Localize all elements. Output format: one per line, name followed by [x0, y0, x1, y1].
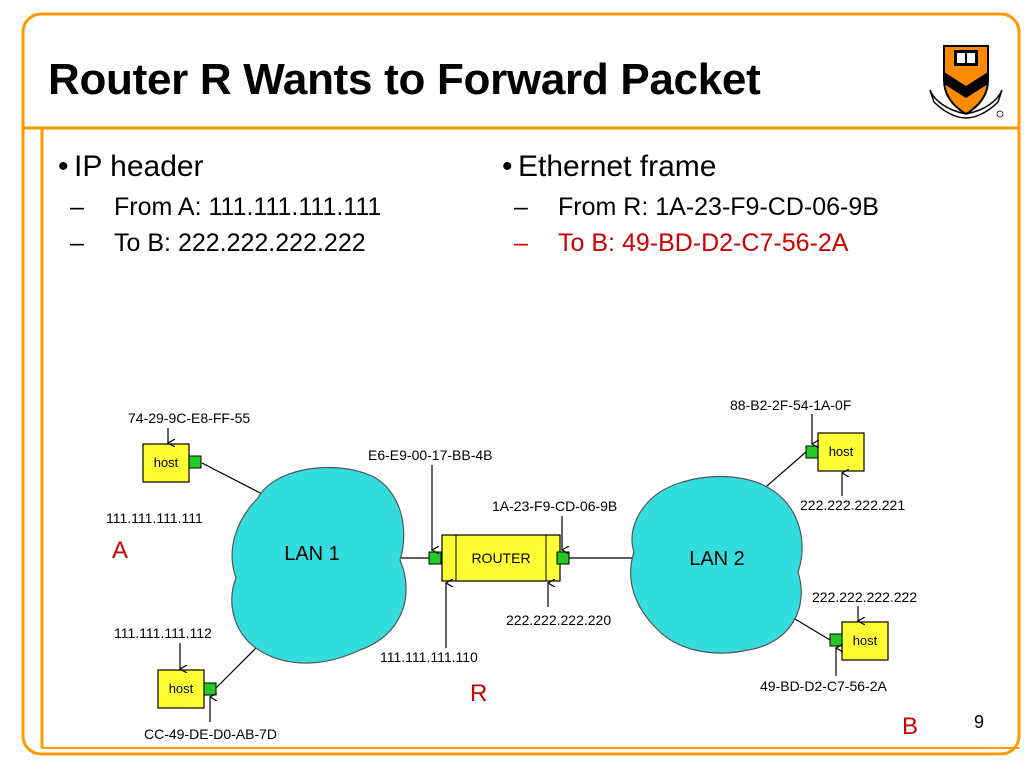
node-letters: A R B: [112, 537, 918, 740]
host-upper-right-mac-label: 88-B2-2F-54-1A-0F: [730, 397, 851, 413]
host-a-nic: [188, 455, 202, 469]
router: ROUTER: [428, 534, 570, 582]
links: [201, 451, 831, 691]
host-a-mac-label: 74-29-9C-E8-FF-55: [128, 410, 250, 426]
ip-header-heading-text: IP header: [74, 150, 204, 183]
host-upper-right-ip-label: 222.222.222.221: [800, 497, 905, 513]
host-lower-left-label: host: [169, 681, 194, 696]
ip-from-value: 111.111.111.111: [208, 193, 382, 221]
eth-from-label: From R:: [558, 193, 649, 221]
router-left-ip-label: 111.111.111.110: [380, 649, 478, 665]
host-a-label: host: [154, 455, 179, 470]
host-a: host: [142, 443, 202, 483]
link-host-a: [201, 462, 269, 498]
host-b-ip-label: 222.222.222.222: [812, 589, 917, 605]
ip-from-label: From A:: [114, 193, 202, 221]
ethernet-frame-heading-text: Ethernet frame: [518, 150, 717, 183]
dash-icon: –: [70, 229, 84, 257]
ethernet-frame-heading: •Ethernet frame: [502, 148, 879, 186]
ip-to-value: 222.222.222.222: [177, 229, 366, 257]
router-label: ROUTER: [471, 550, 530, 566]
node-b-letter: B: [902, 713, 918, 740]
ip-header-column: •IP header – From A: 111.111.111.111 – To …: [58, 148, 381, 258]
dash-icon: –: [70, 193, 84, 221]
node-r-letter: R: [470, 680, 487, 707]
lan1-cloud: [231, 466, 407, 664]
dash-icon: –: [514, 229, 528, 257]
bullet-icon: •: [502, 150, 513, 183]
page-number: 9: [974, 712, 985, 732]
address-labels: 74-29-9C-E8-FF-55 111.111.111.111 111.11…: [106, 397, 917, 742]
router-right-nic: [556, 551, 570, 565]
link-host-lower-left: [213, 641, 263, 691]
host-lower-left-nic: [203, 682, 217, 696]
eth-from-line: – From R: 1A-23-F9-CD-06-9B: [502, 192, 879, 222]
address-arrows: [168, 414, 858, 722]
host-lower-left: host: [157, 669, 217, 709]
host-upper-right-label: host: [829, 444, 854, 459]
ethernet-frame-column: •Ethernet frame – From R: 1A-23-F9-CD-06-…: [502, 148, 879, 258]
link-host-b: [789, 615, 831, 641]
ip-header-heading: •IP header: [58, 148, 381, 186]
host-upper-right-nic: [805, 445, 819, 459]
bullet-icon: •: [58, 150, 69, 183]
host-lower-left-ip-label: 111.111.111.112: [114, 625, 212, 641]
host-b-mac-label: 49-BD-D2-C7-56-2A: [760, 678, 887, 694]
university-crest-logo: [929, 45, 1004, 119]
router-left-nic: [428, 551, 442, 565]
eth-to-line: – To B: 49-BD-D2-C7-56-2A: [502, 228, 879, 258]
node-a-letter: A: [112, 537, 128, 564]
host-b-label: host: [853, 633, 878, 648]
eth-to-value: 49-BD-D2-C7-56-2A: [621, 229, 849, 257]
dash-icon: –: [514, 193, 528, 221]
host-a-ip-label: 111.111.111.111: [106, 510, 203, 526]
ip-from-line: – From A: 111.111.111.111: [58, 192, 381, 222]
ip-to-label: To B:: [114, 229, 171, 257]
router-right-mac-label: 1A-23-F9-CD-06-9B: [492, 498, 617, 514]
slide-title: Router R Wants to Forward Packet: [48, 55, 761, 104]
host-lower-left-mac-label: CC-49-DE-D0-AB-7D: [144, 726, 277, 742]
router-right-ip-label: 222.222.222.220: [506, 612, 611, 628]
ip-to-line: – To B: 222.222.222.222: [58, 228, 381, 258]
lan2-label: LAN 2: [689, 548, 745, 570]
host-b: host: [829, 621, 889, 661]
host-upper-right: host: [805, 432, 865, 472]
host-b-nic: [829, 633, 843, 647]
link-host-upper-right: [759, 451, 807, 493]
eth-to-label: To B:: [558, 229, 615, 257]
lan1-label: LAN 1: [284, 543, 340, 565]
lan2-cloud: [630, 475, 803, 654]
eth-from-value: 1A-23-F9-CD-06-9B: [655, 193, 879, 221]
router-left-mac-label: E6-E9-00-17-BB-4B: [368, 447, 493, 463]
